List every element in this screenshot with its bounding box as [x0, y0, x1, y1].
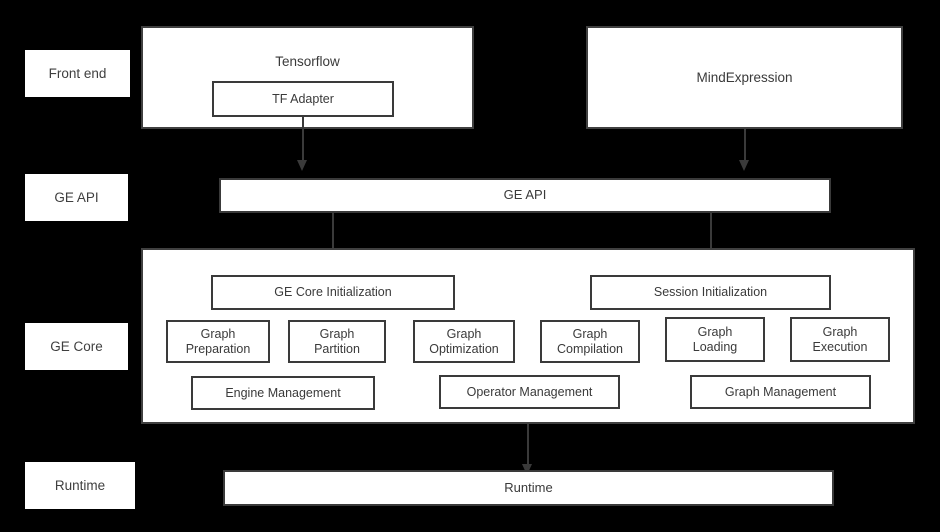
graph-compilation-label: Graph Compilation	[556, 327, 623, 356]
graph-preparation-label: Graph Preparation	[185, 327, 251, 356]
tier-label-runtime-text: Runtime	[54, 477, 106, 493]
arrow-ge-core-to-runtime-line	[527, 424, 529, 468]
graph-compilation-box[interactable]: Graph Compilation	[540, 320, 640, 363]
ge-api-bar-label: GE API	[503, 187, 547, 203]
tier-label-front-end-text: Front end	[48, 65, 107, 81]
tf-adapter-box[interactable]: TF Adapter	[212, 81, 394, 117]
tier-label-ge-api: GE API	[25, 174, 128, 221]
arrow-tf-adapter-to-ge-api-head	[297, 160, 307, 171]
mindexpression-title: MindExpression	[696, 70, 793, 85]
engine-management-box[interactable]: Engine Management	[191, 376, 375, 410]
tier-label-ge-core: GE Core	[25, 323, 128, 370]
ge-core-initialization-box[interactable]: GE Core Initialization	[211, 275, 455, 310]
graph-optimization-box[interactable]: Graph Optimization	[413, 320, 515, 363]
ge-core-initialization-label: GE Core Initialization	[274, 285, 392, 300]
arrow-tf-adapter-to-ge-api-line	[302, 117, 304, 163]
graph-execution-box[interactable]: Graph Execution	[790, 317, 890, 362]
operator-management-box[interactable]: Operator Management	[439, 375, 620, 409]
graph-partition-label: Graph Partition	[314, 327, 360, 356]
graph-loading-label: Graph Loading	[692, 325, 738, 354]
mindexpression-container: MindExpression	[586, 26, 903, 129]
tensorflow-title: Tensorflow	[275, 54, 340, 69]
runtime-bar-label: Runtime	[504, 479, 553, 495]
tier-label-front-end: Front end	[25, 50, 130, 97]
graph-partition-box[interactable]: Graph Partition	[288, 320, 386, 363]
graph-optimization-label: Graph Optimization	[429, 327, 499, 356]
graph-management-label: Graph Management	[724, 384, 837, 399]
graph-execution-label: Graph Execution	[812, 325, 868, 354]
operator-management-label: Operator Management	[466, 384, 593, 399]
graph-preparation-box[interactable]: Graph Preparation	[166, 320, 270, 363]
engine-management-label: Engine Management	[225, 385, 341, 400]
runtime-bar[interactable]: Runtime	[223, 470, 834, 506]
arrow-ge-api-to-session-init-line	[710, 213, 712, 263]
session-initialization-box[interactable]: Session Initialization	[590, 275, 831, 310]
graph-management-box[interactable]: Graph Management	[690, 375, 871, 409]
tier-label-ge-core-text: GE Core	[50, 338, 103, 354]
tier-label-runtime: Runtime	[25, 462, 135, 509]
arrow-mindexpression-to-ge-api-line	[744, 129, 746, 163]
ge-api-bar[interactable]: GE API	[219, 178, 831, 213]
graph-loading-box[interactable]: Graph Loading	[665, 317, 765, 362]
arrow-ge-api-to-ge-core-init-line	[332, 213, 334, 263]
tf-adapter-label: TF Adapter	[272, 91, 334, 106]
arrow-ge-core-to-runtime-head	[522, 464, 532, 475]
tier-label-ge-api-text: GE API	[54, 189, 99, 205]
arrow-mindexpression-to-ge-api-head	[739, 160, 749, 171]
session-initialization-label: Session Initialization	[653, 285, 768, 300]
